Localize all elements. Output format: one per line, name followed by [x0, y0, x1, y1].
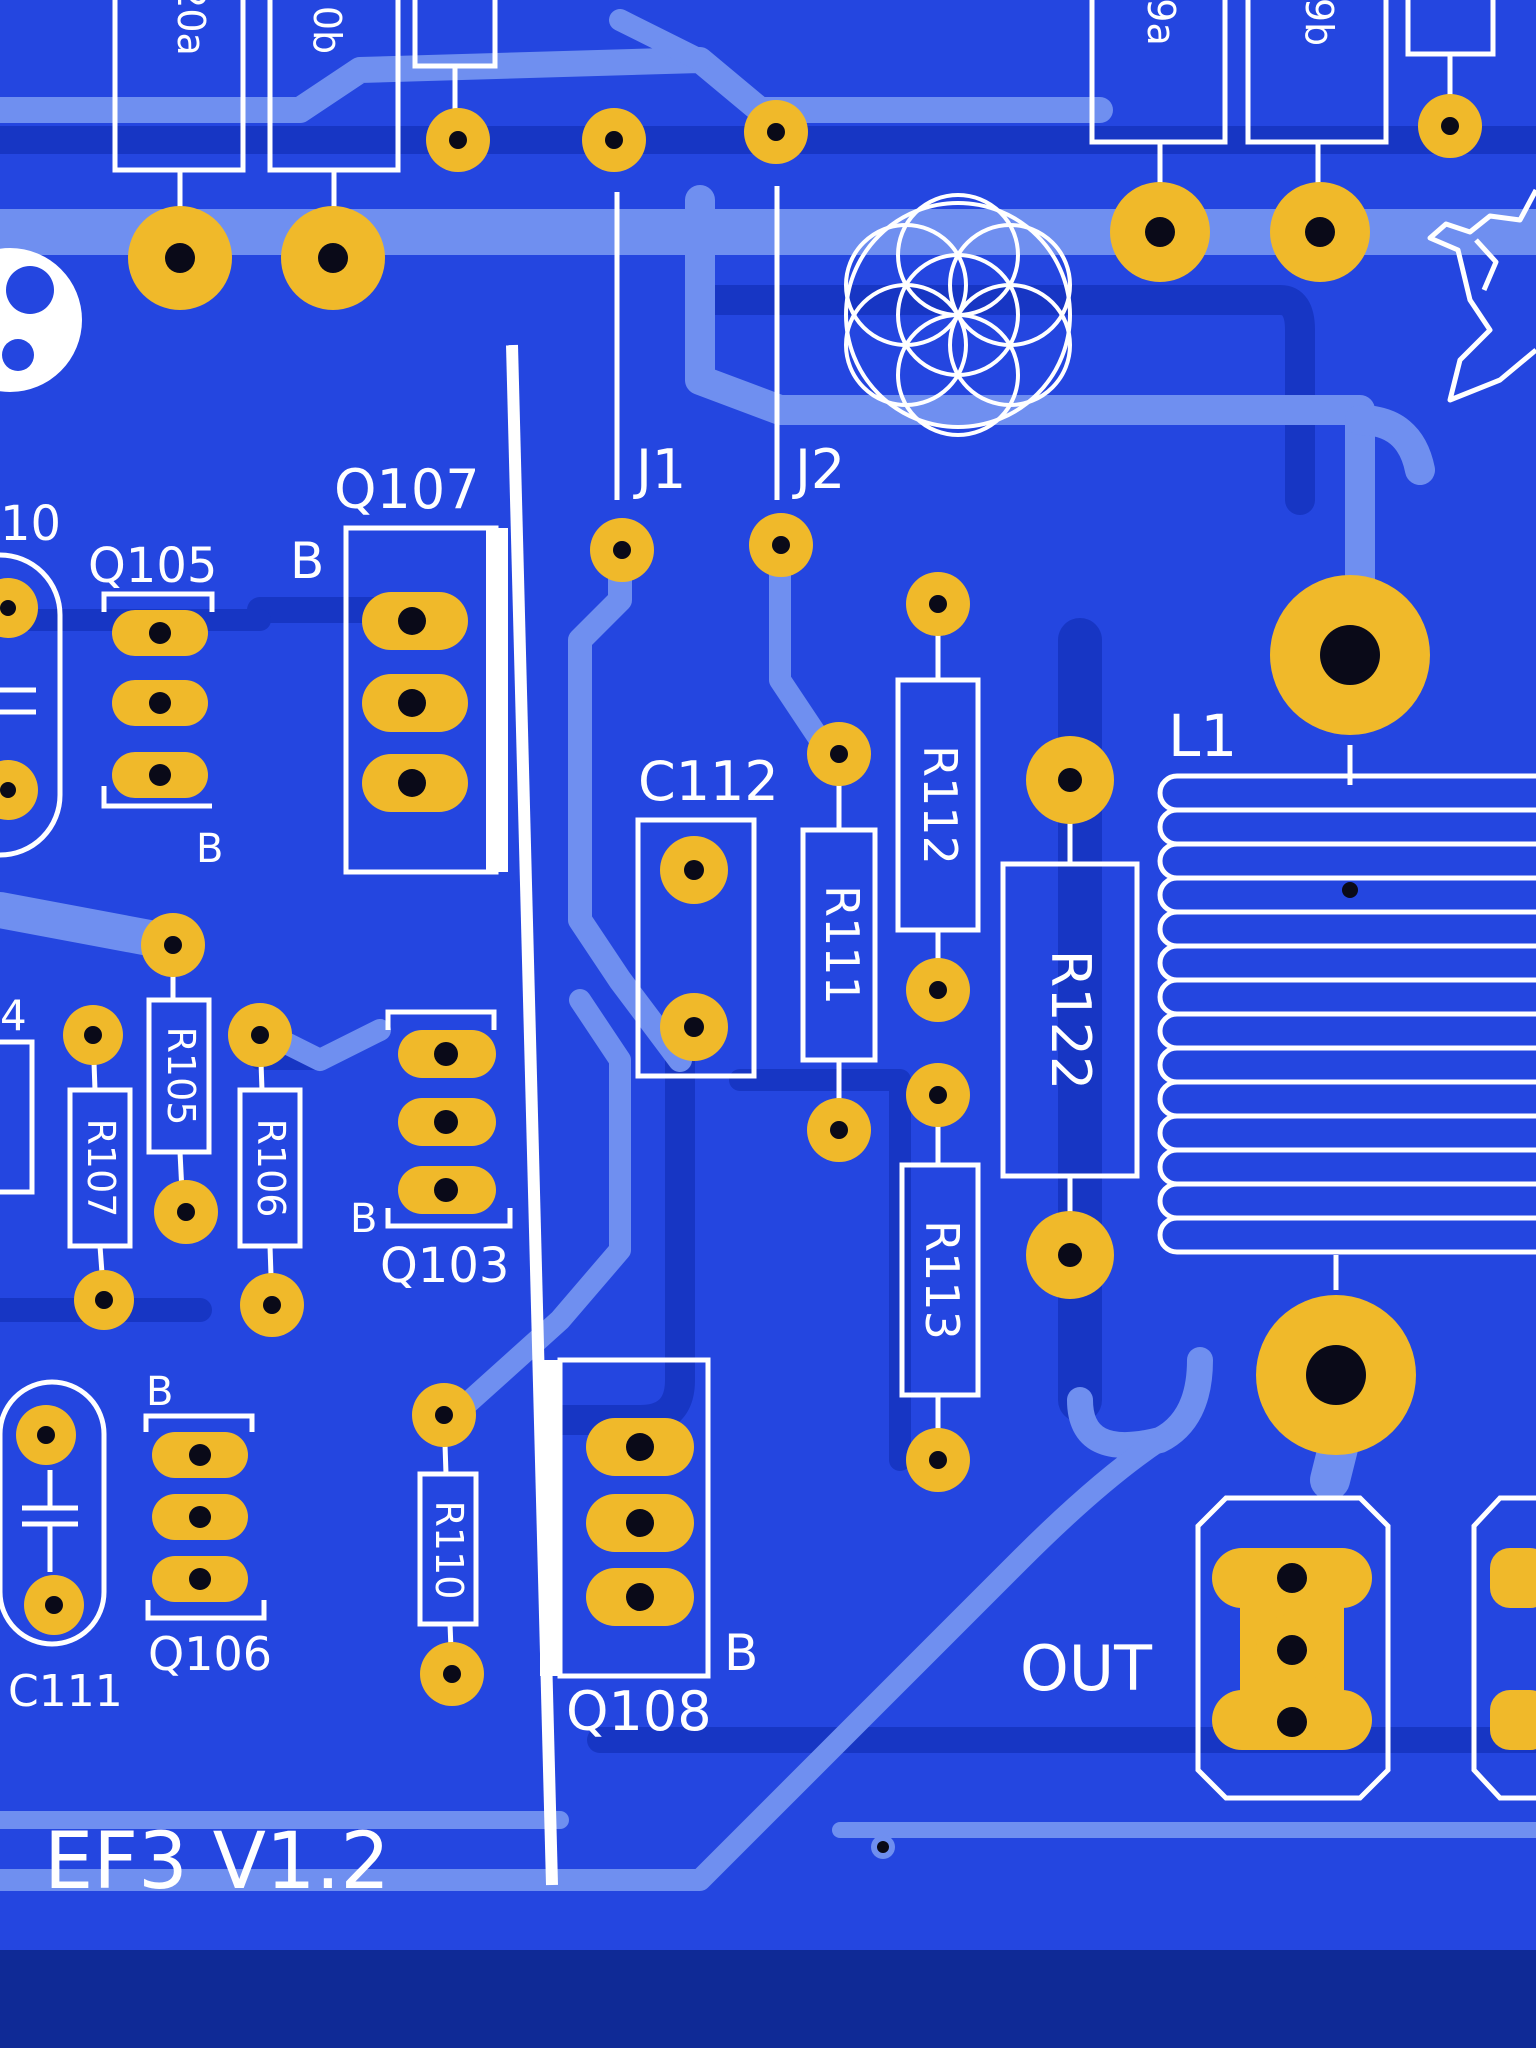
out-label: OUT — [1020, 1632, 1153, 1705]
l1-coil — [1157, 773, 1536, 1255]
r111: R111 — [800, 722, 878, 1162]
r106: R106 — [228, 1003, 304, 1337]
j2-pad — [749, 513, 813, 577]
j1-label: J1 — [633, 438, 686, 501]
q105-label: Q105 — [88, 538, 217, 594]
left-edge-component — [0, 1039, 35, 1195]
c111-outline — [0, 1379, 107, 1647]
q107-label: Q107 — [334, 458, 480, 521]
r112: R112 — [895, 572, 981, 1022]
r107-label: R107 — [79, 1119, 123, 1218]
bird-logo-icon — [1427, 188, 1536, 403]
q106-base-label: B — [146, 1369, 173, 1415]
top-right-resistor-b-label: 9b — [1297, 0, 1341, 46]
c111-label: C111 — [8, 1666, 123, 1717]
top-left-resistor-b-label: 0b — [305, 6, 349, 54]
left-edge-label-2: 4 — [0, 991, 27, 1040]
top-left-resistor-a: 20a — [112, 0, 246, 220]
q107-base-label: B — [290, 532, 324, 590]
q108-base-label: B — [724, 1624, 758, 1682]
r110: R110 — [412, 1383, 484, 1706]
c112-label: C112 — [638, 750, 779, 813]
top-left-resistor-a-label: 20a — [169, 0, 213, 56]
l1-pad-bottom — [1256, 1295, 1416, 1455]
r122-label: R122 — [1039, 950, 1102, 1091]
board-bottom-edge — [0, 1950, 1536, 2048]
q103-base-label: B — [350, 1196, 377, 1242]
board-version-label: EF3 V1.2 — [44, 1817, 390, 1907]
via — [871, 1835, 895, 1859]
q107-tab — [486, 528, 508, 872]
r105: R105 — [141, 913, 218, 1244]
flower-of-life-logo-icon — [844, 193, 1072, 437]
left-capacitor-outline — [0, 552, 63, 858]
partial-logo-icon — [0, 248, 82, 392]
l1-pad-top — [1270, 575, 1430, 735]
r105-label: R105 — [159, 1027, 203, 1126]
r113-label: R113 — [915, 1220, 969, 1340]
r107: R107 — [63, 1005, 134, 1330]
top-right-resistor-b: 9b — [1245, 0, 1389, 190]
r122: R122 — [1000, 736, 1140, 1299]
left-edge-label: 10 — [0, 496, 61, 552]
top-right-resistor-a-label: 9a — [1139, 0, 1183, 46]
r113: R113 — [899, 1063, 981, 1492]
q105-base-label: B — [196, 826, 223, 872]
c112-outline — [635, 817, 757, 1079]
q108-label: Q108 — [566, 1680, 712, 1743]
l1-label: L1 — [1168, 702, 1237, 770]
j1-pad — [590, 518, 654, 582]
q106-label: Q106 — [148, 1627, 272, 1681]
r106-label: R106 — [249, 1119, 293, 1218]
r111-label: R111 — [815, 885, 869, 1005]
r110-label: R110 — [427, 1501, 471, 1600]
q103-label: Q103 — [380, 1238, 509, 1294]
out-connector-outline — [1195, 1495, 1391, 1801]
second-connector-outline — [1471, 1495, 1536, 1801]
q108-tab — [540, 1360, 562, 1676]
r112-label: R112 — [913, 745, 967, 865]
j2-label: J2 — [792, 438, 845, 501]
